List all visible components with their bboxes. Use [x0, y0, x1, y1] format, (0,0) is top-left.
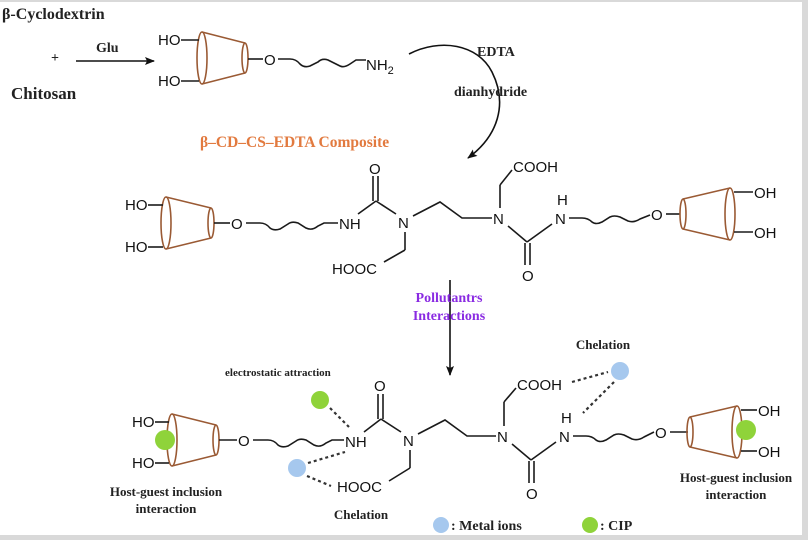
cyclodextrin-cup-icon: [166, 413, 220, 467]
step-3-label-line-1: Pollutantrs: [416, 291, 483, 306]
product-title: β–CD–CS–EDTA Composite: [200, 134, 389, 151]
step-3-label-line-2: Interactions: [413, 309, 486, 324]
atom-h: H: [561, 410, 572, 427]
cyclodextrin-cup-icon: [686, 405, 743, 459]
atom-cooh: COOH: [517, 377, 562, 394]
alkyl-chain: [278, 58, 366, 68]
label-electrostatic-attraction: electrostatic attraction: [225, 367, 331, 379]
atom-n: N: [403, 433, 414, 450]
atom-o: O: [238, 433, 250, 450]
chelation-line: [306, 474, 332, 488]
electrostatic-interaction-line: [329, 407, 350, 428]
cyclodextrin-cup-icon: [679, 187, 736, 241]
atom-nh: NH: [339, 216, 361, 233]
reagent-dianhydride: dianhydride: [454, 85, 527, 100]
legend-metal-ion-icon: [433, 517, 449, 533]
atom-o: O: [526, 486, 538, 503]
atom-o: O: [264, 52, 276, 69]
atom-o: O: [374, 378, 386, 395]
metal-ion-icon: [611, 362, 629, 380]
product-structure: HO HO O NH O N HOOC N COOH O H N O: [125, 159, 777, 285]
label-host-guest-right-line-2: interaction: [706, 487, 767, 502]
cyclodextrin-cup-icon: [160, 196, 215, 250]
cip-molecule-icon: [155, 430, 175, 450]
atom-ho: HO: [132, 455, 155, 472]
label-host-guest-left-line-2: interaction: [136, 501, 197, 516]
cip-molecule-icon: [311, 391, 329, 409]
legend: : Metal ions : CIP: [433, 517, 633, 534]
metal-ion-icon: [288, 459, 306, 477]
atom-o: O: [369, 161, 381, 178]
legend-metal-ions-label: : Metal ions: [451, 519, 522, 534]
atom-n: N: [398, 215, 409, 232]
atom-n: N: [555, 211, 566, 228]
atom-ho: HO: [125, 197, 148, 214]
atom-ho: HO: [125, 239, 148, 256]
reaction-arrow-2: [408, 44, 501, 159]
legend-cip-icon: [582, 517, 598, 533]
atom-oh: OH: [754, 225, 777, 242]
atom-o: O: [655, 425, 667, 442]
atom-oh: OH: [754, 185, 777, 202]
cip-molecule-icon: [736, 420, 756, 440]
reactant-beta-cyclodextrin: β-Cyclodextrin: [2, 6, 105, 23]
atom-oh: OH: [758, 403, 781, 420]
atom-n: N: [497, 429, 508, 446]
atom-oh: OH: [758, 444, 781, 461]
atom-o: O: [651, 207, 663, 224]
atom-hooc: HOOC: [332, 261, 377, 278]
atom-n: N: [559, 429, 570, 446]
atom-h: H: [557, 192, 568, 209]
chelation-line: [582, 381, 615, 414]
atom-cooh: COOH: [513, 159, 558, 176]
reagent-edta: EDTA: [477, 45, 516, 60]
cyclodextrin-cup-icon: [196, 31, 249, 85]
label-host-guest-right-line-1: Host-guest inclusion: [680, 470, 793, 485]
atom-nh2: NH2: [366, 57, 394, 77]
atom-n: N: [493, 211, 504, 228]
reactant-chitosan: Chitosan: [11, 84, 77, 103]
atom-ho: HO: [158, 32, 181, 49]
plus-sign: +: [51, 51, 59, 66]
label-chelation-top: Chelation: [576, 337, 631, 352]
atom-o: O: [231, 216, 243, 233]
atom-o: O: [522, 268, 534, 285]
atom-ho: HO: [132, 414, 155, 431]
legend-cip-label: : CIP: [600, 519, 633, 534]
atom-ho: HO: [158, 73, 181, 90]
label-chelation-bottom: Chelation: [334, 507, 389, 522]
interaction-structure: HO HO O NH O N HOOC N COOH O H N O: [132, 362, 781, 503]
chelation-line: [307, 450, 346, 465]
chelation-line: [571, 370, 609, 384]
atom-hooc: HOOC: [337, 479, 382, 496]
reagent-glu: Glu: [96, 41, 119, 56]
label-host-guest-left-line-1: Host-guest inclusion: [110, 484, 223, 499]
atom-nh: NH: [345, 434, 367, 451]
